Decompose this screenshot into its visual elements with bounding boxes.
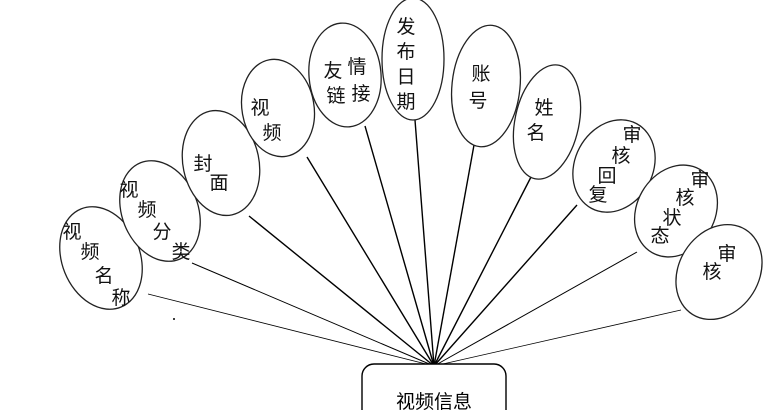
- attributes-layer: 视频名称视频分类封面视频友情链接 发布日期 账号姓名审核回复审核状态审核: [59, 0, 763, 321]
- entity-video-info: 视频信息: [361, 363, 507, 410]
- entity-label: 视频信息: [396, 391, 472, 410]
- attribute-label: 审核回复: [588, 124, 641, 206]
- attribute-node: 姓名: [512, 64, 582, 180]
- attribute-label: 封面: [193, 153, 228, 194]
- attribute-label: 发布日期: [396, 16, 415, 113]
- attribute-oval: [240, 58, 316, 158]
- attribute-oval: [512, 64, 582, 180]
- edge-3: [248, 215, 435, 367]
- edge-11: [433, 309, 682, 367]
- edge-4: [306, 156, 435, 367]
- attribute-label: 视频名称: [62, 221, 130, 309]
- attribute-oval: [181, 109, 261, 217]
- edges-layer: [147, 119, 682, 367]
- attribute-label: 姓名: [526, 97, 553, 144]
- edge-1: [147, 293, 435, 367]
- attribute-node: 封面: [181, 109, 261, 217]
- attribute-oval: [308, 22, 382, 128]
- edge-5: [364, 125, 435, 367]
- attribute-label: 视频分类: [119, 179, 190, 263]
- attribute-node: 友情链接: [308, 22, 382, 128]
- edge-2: [191, 262, 435, 367]
- attribute-label: 账号: [468, 63, 490, 112]
- attribute-oval: [675, 223, 763, 321]
- attribute-label: 视频: [250, 97, 281, 144]
- attribute-label: 审核: [702, 243, 736, 283]
- attribute-node: 视频: [240, 58, 316, 158]
- attribute-node: 账号: [450, 24, 522, 148]
- edge-7: [433, 144, 475, 367]
- attribute-label: 审核状态: [650, 169, 709, 247]
- edge-8: [433, 176, 532, 367]
- attribute-node: 视频名称: [59, 206, 143, 310]
- attribute-oval: [381, 0, 445, 121]
- edge-9: [433, 204, 578, 367]
- stray-dot: [173, 318, 175, 320]
- edge-6: [414, 119, 435, 367]
- edge-10: [433, 251, 638, 367]
- entity-box: [361, 363, 507, 410]
- attribute-oval: [450, 24, 522, 148]
- attribute-node: 审核回复: [572, 119, 656, 213]
- attribute-node: 发布日期: [381, 0, 445, 121]
- attribute-node: 审核: [675, 223, 763, 321]
- attribute-label: 友情链接: [323, 56, 370, 107]
